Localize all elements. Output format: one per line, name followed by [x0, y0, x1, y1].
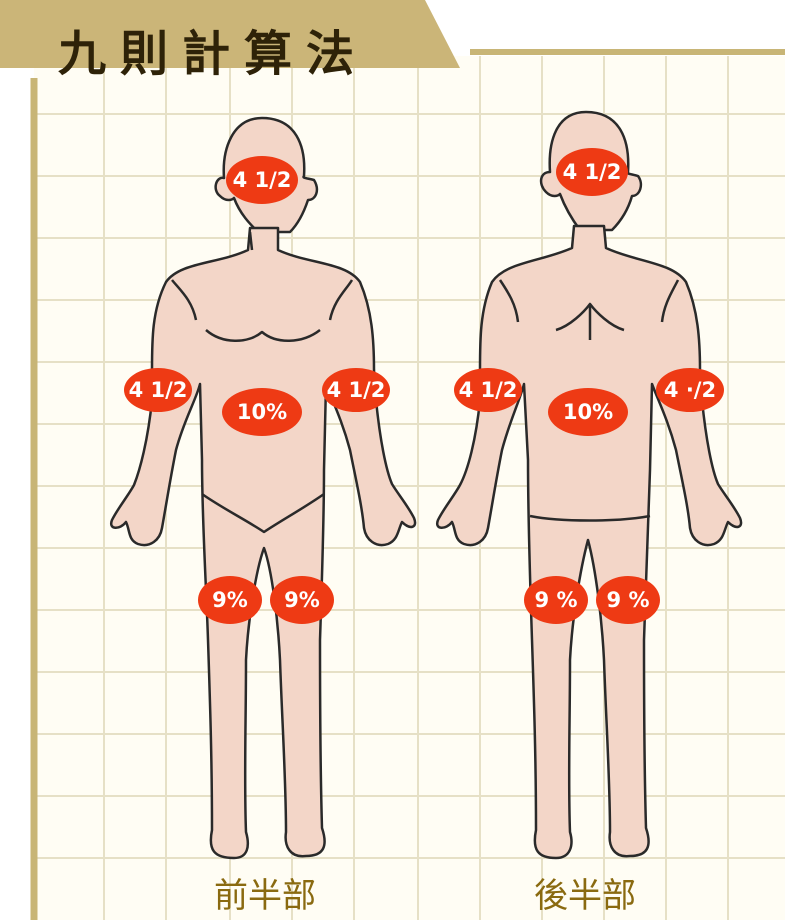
back-right-arm-label: 4 ·/2 — [664, 378, 716, 402]
front-left-leg-label: 9% — [212, 588, 248, 612]
back-left-arm-label: 4 1/2 — [459, 378, 518, 402]
front-right-arm-label: 4 1/2 — [327, 378, 386, 402]
front-caption: 前半部 — [214, 868, 316, 917]
back-head-label: 4 1/2 — [563, 160, 622, 184]
page-title: 九則計算法 — [58, 14, 368, 84]
back-caption: 後半部 — [534, 868, 636, 917]
back-trunk-label: 10% — [563, 400, 613, 424]
front-head-label: 4 1/2 — [233, 168, 292, 192]
back-right-leg-label: 9 % — [607, 588, 650, 612]
front-right-leg-label: 9% — [284, 588, 320, 612]
front-left-arm-label: 4 1/2 — [129, 378, 188, 402]
back-left-leg-label: 9 % — [535, 588, 578, 612]
front-trunk-label: 10% — [237, 400, 287, 424]
